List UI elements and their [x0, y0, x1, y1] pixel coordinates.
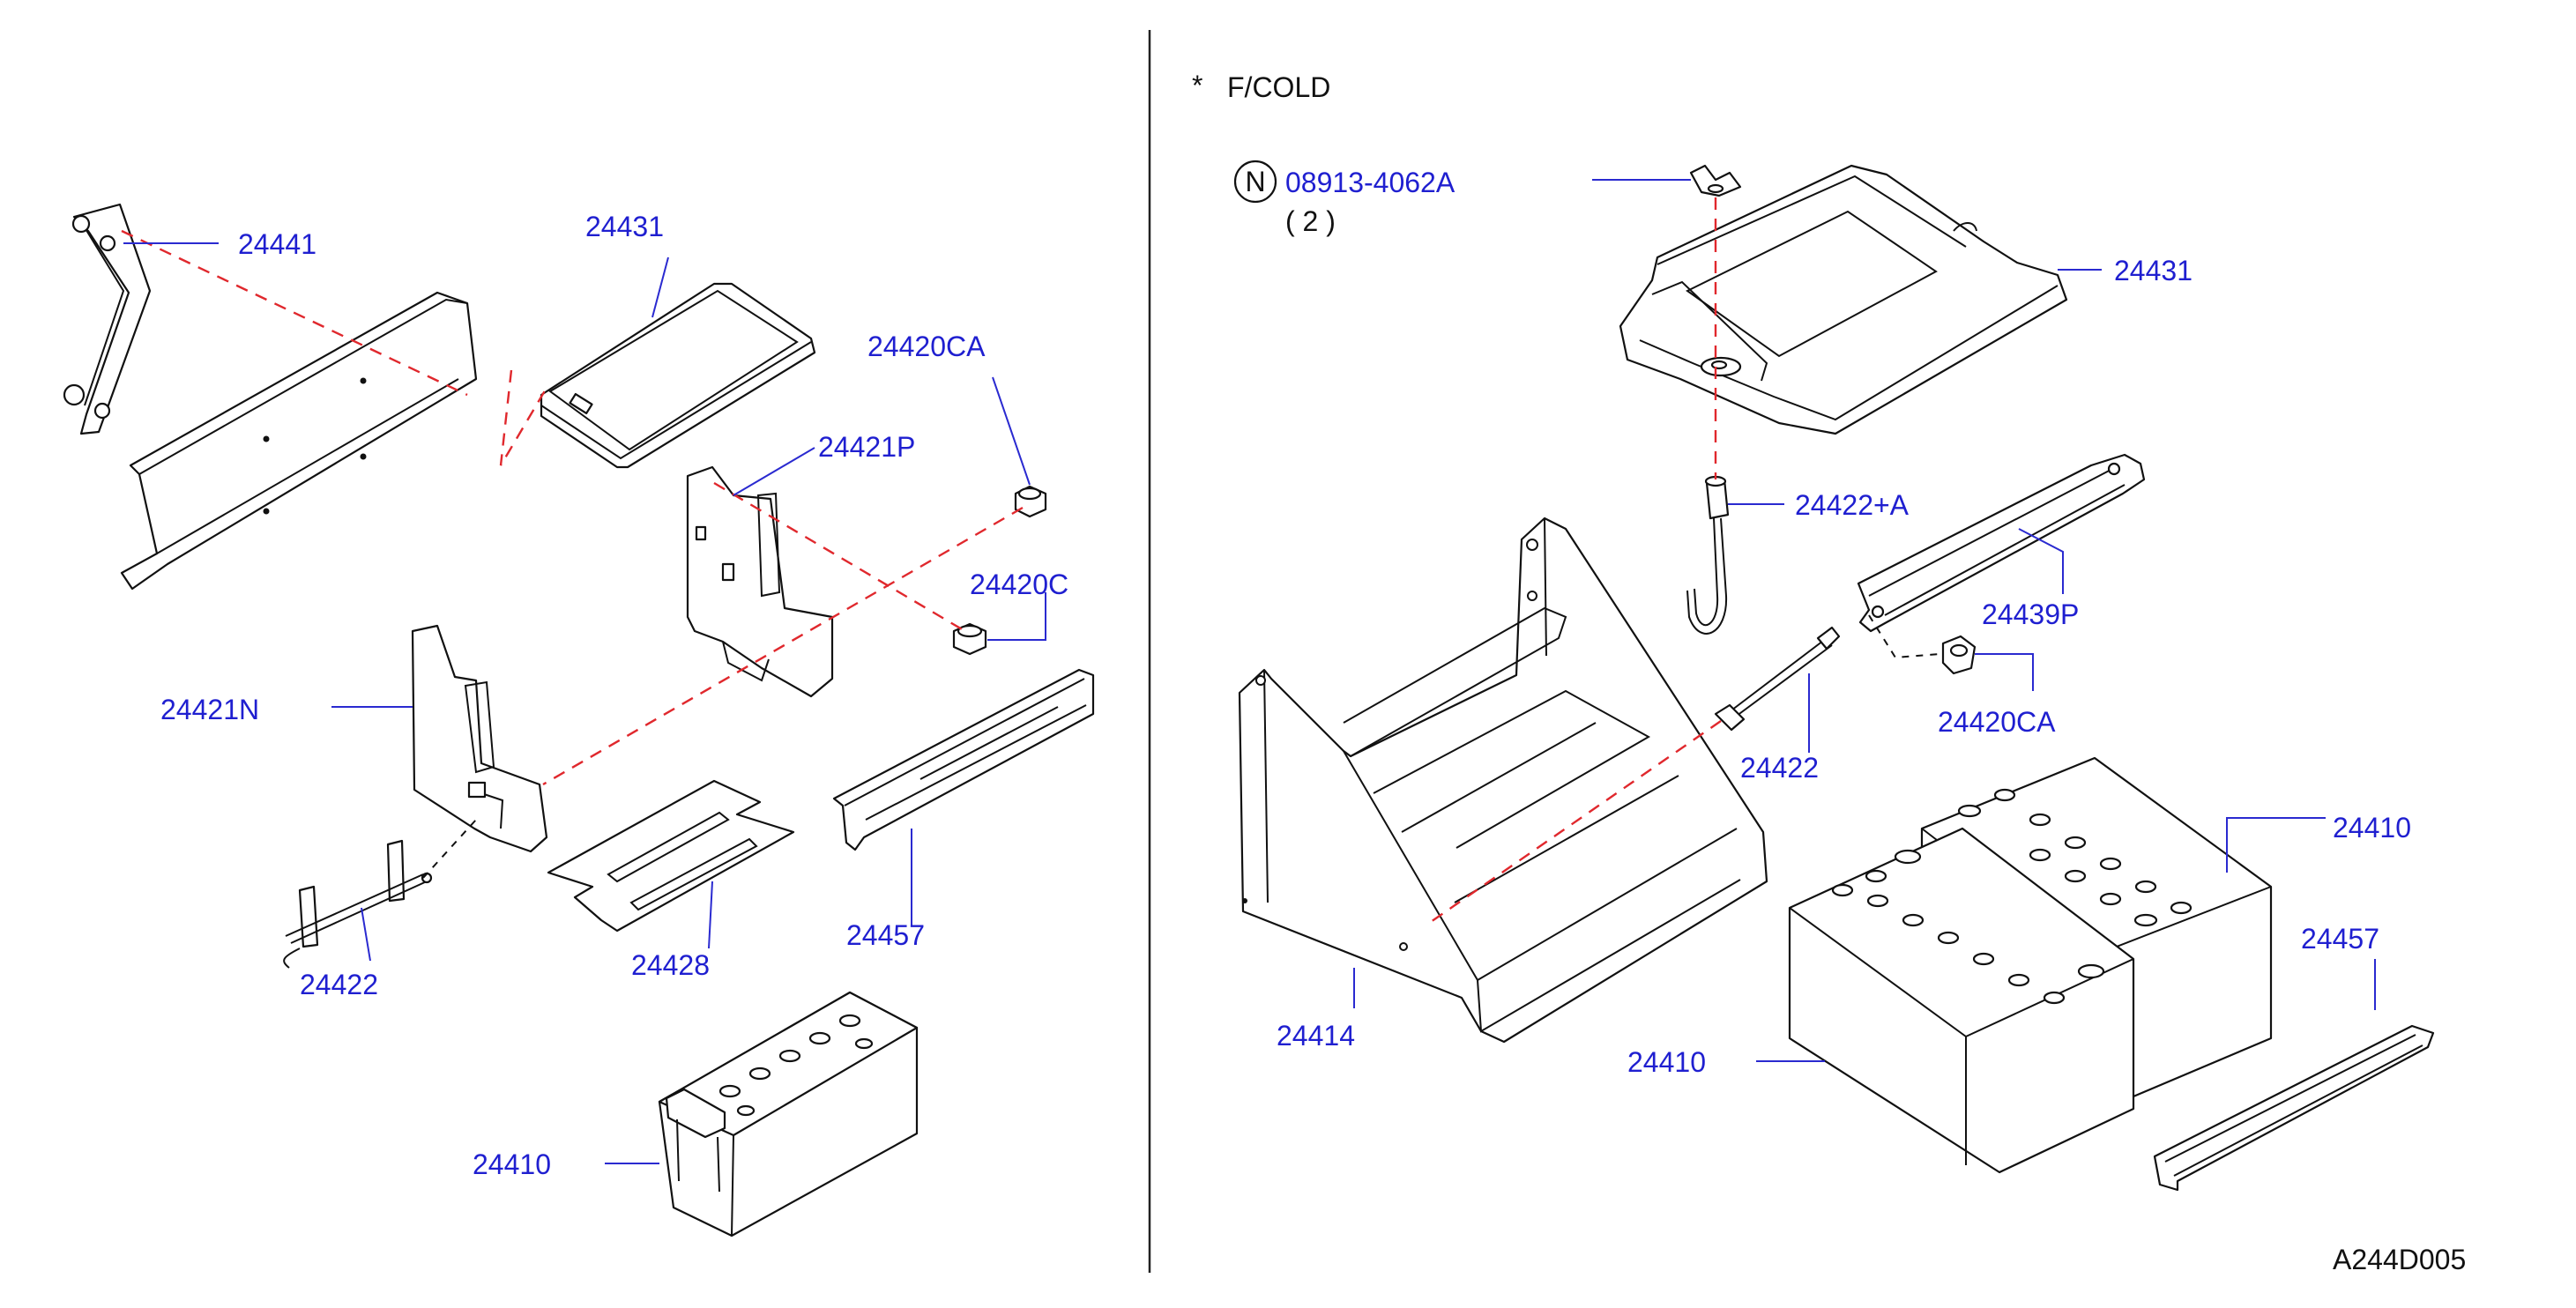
part-24457-rail-right	[2153, 1024, 2435, 1192]
part-24422-rod-right	[1714, 626, 1841, 732]
right-leader-lines	[1353, 179, 2376, 1062]
label-24414: 24414	[1277, 1020, 1355, 1052]
part-24441-channel	[120, 291, 478, 591]
label-24422-left: 24422	[300, 969, 378, 1000]
label-24421P: 24421P	[818, 431, 915, 463]
label-24457-right: 24457	[2301, 923, 2379, 955]
label-24439P: 24439P	[1982, 598, 2079, 630]
note-text: F/COLD	[1227, 71, 1330, 103]
fastener-qty: ( 2 )	[1285, 205, 1336, 237]
part-24421P-bracket	[686, 465, 834, 698]
part-24457-rail-left	[832, 668, 1095, 851]
part-24441-bracket	[63, 203, 152, 435]
left-leader-lines	[123, 242, 1046, 1164]
right-guide-lines	[1427, 197, 1940, 925]
label-24420CA-right: 24420CA	[1938, 706, 2056, 738]
part-24422A-jbolt	[1686, 475, 1730, 635]
label-24410-right-top: 24410	[2333, 812, 2411, 844]
label-24420C: 24420C	[970, 569, 1068, 600]
left-guide-lines	[121, 229, 1024, 879]
part-24431-cover-left	[540, 282, 816, 469]
part-24414-tray	[1238, 517, 1768, 1044]
label-24441: 24441	[238, 228, 316, 260]
label-24420CA-left: 24420CA	[867, 331, 986, 362]
label-24422A: 24422+A	[1795, 489, 1910, 521]
part-24431-cover-right	[1619, 164, 2068, 435]
label-24457-left: 24457	[846, 919, 925, 951]
part-wing-nut	[1689, 164, 1742, 197]
label-24421N: 24421N	[160, 694, 259, 725]
label-24410-left: 24410	[473, 1148, 551, 1180]
n-symbol-circle	[1233, 160, 1277, 204]
part-24421N-bracket	[411, 624, 548, 853]
note-star: *	[1192, 70, 1202, 101]
part-24428-tray	[547, 779, 795, 933]
label-24428: 24428	[631, 949, 710, 981]
label-24422-right: 24422	[1740, 752, 1819, 784]
fastener-code: 08913-4062A	[1285, 167, 1456, 198]
left-part-labels: 24441 24431 24420CA 24421P 24420C 24421N…	[160, 211, 1068, 1180]
part-24439P-bar	[1857, 453, 2146, 633]
part-24420C-nut	[952, 622, 987, 656]
label-24410-right-bottom: 24410	[1627, 1046, 1706, 1078]
fastener-callout: N 08913-4062A ( 2 )	[1233, 160, 1456, 237]
n-symbol: N	[1245, 166, 1265, 197]
part-24410-battery-front	[1788, 827, 2135, 1174]
part-24420CA-nut-right	[1941, 635, 1977, 675]
label-24431-left: 24431	[585, 211, 664, 242]
diagram-id: A244D005	[2333, 1244, 2466, 1275]
part-24420CA-nut-left	[1014, 485, 1047, 518]
label-24431-right: 24431	[2114, 255, 2193, 286]
right-part-labels: 24431 24422+A 24439P 24420CA 24422 24410…	[1277, 255, 2411, 1078]
part-24422-rod-left	[283, 839, 433, 969]
part-24410-battery-left	[658, 991, 919, 1237]
